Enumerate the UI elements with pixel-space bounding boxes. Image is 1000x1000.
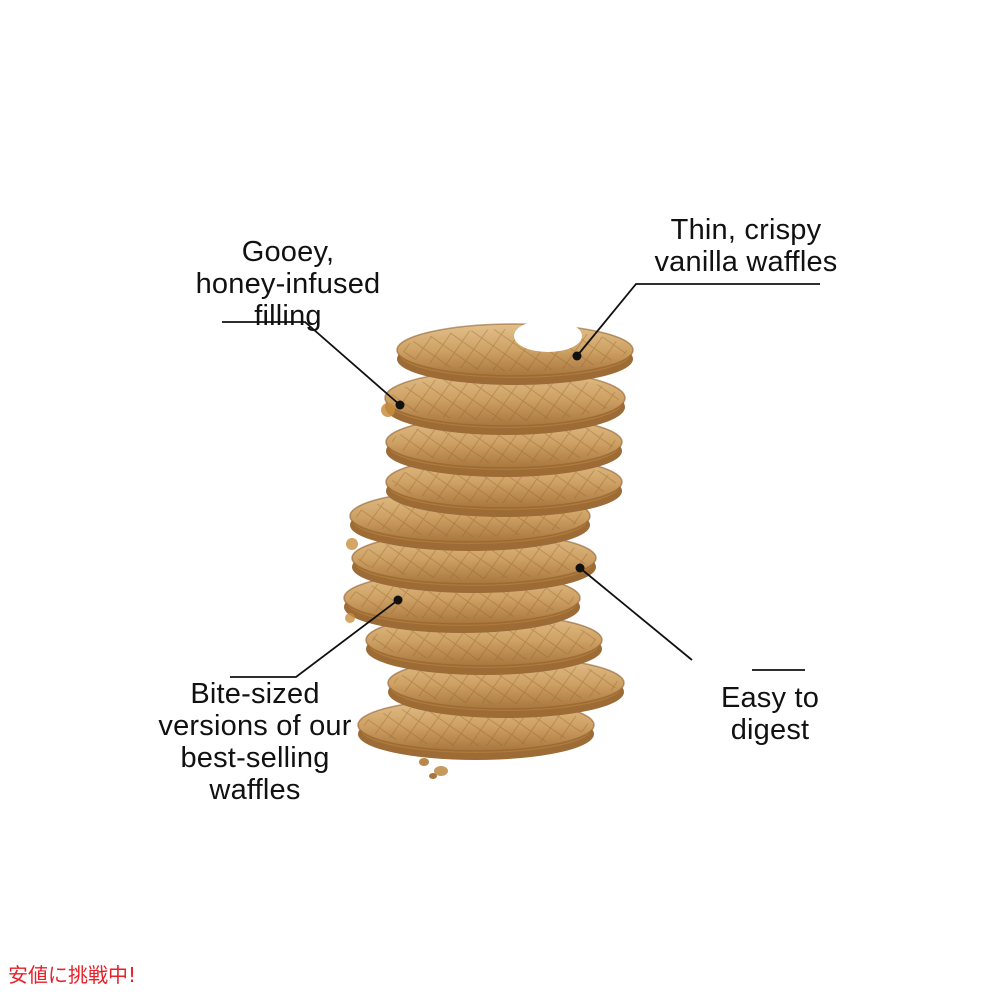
callout-line: digest xyxy=(730,714,810,746)
callout-filling: Gooey, honey-infused filling xyxy=(188,236,388,332)
promo-banner: 安値に挑戦中! xyxy=(8,963,137,987)
callout-line: filling xyxy=(254,300,322,332)
honey-drip xyxy=(346,538,358,550)
callout-line: waffles xyxy=(209,774,301,806)
callout-line: Thin, crispy xyxy=(670,214,822,246)
waffle-layer xyxy=(384,369,626,435)
callout-line: Gooey, xyxy=(241,236,335,268)
callout-line: Bite-sized xyxy=(190,678,320,710)
callout-bite-sized: Bite-sized versions of our best-selling … xyxy=(142,678,368,806)
callout-waffles: Thin, crispy vanilla waffles xyxy=(620,214,872,278)
crumb xyxy=(419,758,429,766)
callout-line: vanilla waffles xyxy=(654,246,838,278)
crumb xyxy=(429,773,437,779)
honey-drip xyxy=(381,403,395,417)
callout-line: Easy to xyxy=(720,682,820,714)
callout-line: honey-infused xyxy=(195,268,381,300)
crumb xyxy=(434,766,448,776)
waffle-layer xyxy=(351,531,597,593)
callout-digest: Easy to digest xyxy=(706,682,834,746)
bite-mark xyxy=(514,320,582,352)
honey-drip xyxy=(345,613,355,623)
callout-line: best-selling xyxy=(180,742,330,774)
callout-line: versions of our xyxy=(158,710,352,742)
